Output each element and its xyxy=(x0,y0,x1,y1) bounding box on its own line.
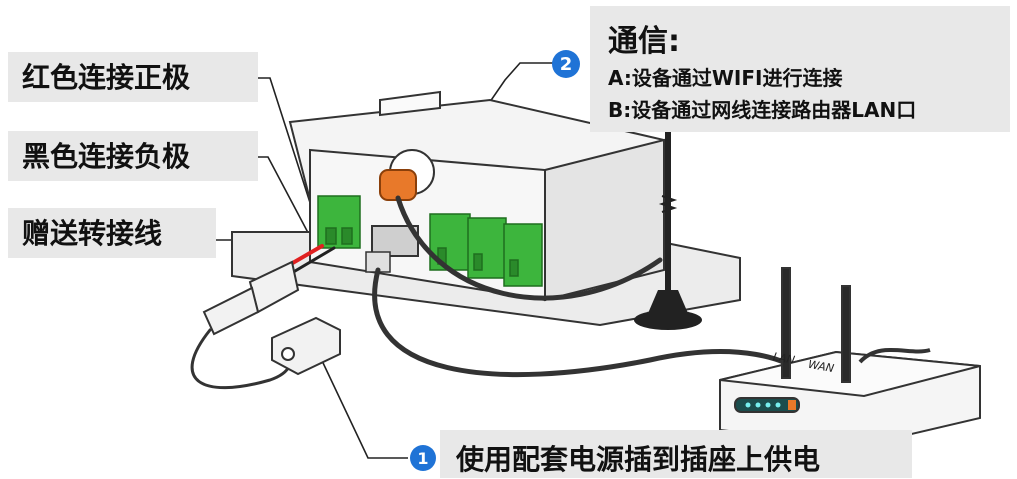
communication-option-b: B:设备通过网线连接路由器LAN口 xyxy=(608,98,917,122)
label-adapter-gift: 赠送转接线 xyxy=(8,208,216,258)
antenna-connector xyxy=(379,149,435,201)
terminal-blocks xyxy=(317,195,543,287)
router-antenna-left xyxy=(781,267,791,379)
communication-option-a: A:设备通过WIFI进行连接 xyxy=(608,66,843,90)
router-antenna-right xyxy=(841,285,851,383)
step-badge-2: 2 xyxy=(552,50,580,78)
label-black-negative: 黑色连接负极 xyxy=(8,131,258,181)
power-adapter xyxy=(271,316,341,376)
power-instruction-panel: 使用配套电源插到插座上供电 xyxy=(440,430,912,478)
communication-panel: 通信: A:设备通过WIFI进行连接 B:设备通过网线连接路由器LAN口 xyxy=(590,6,1010,132)
lan-cable xyxy=(372,267,808,378)
label-red-positive: 红色连接正极 xyxy=(8,52,258,102)
external-antenna xyxy=(634,130,702,330)
communication-title: 通信: xyxy=(608,24,680,59)
power-terminal xyxy=(317,195,361,249)
router xyxy=(719,267,981,448)
step-badge-1: 1 xyxy=(410,445,436,471)
leader-power xyxy=(315,347,408,459)
black-wire xyxy=(288,246,336,276)
adapter-connector xyxy=(202,260,300,336)
antenna-cable xyxy=(395,195,663,301)
power-instruction-text: 使用配套电源插到插座上供电 xyxy=(456,443,821,476)
